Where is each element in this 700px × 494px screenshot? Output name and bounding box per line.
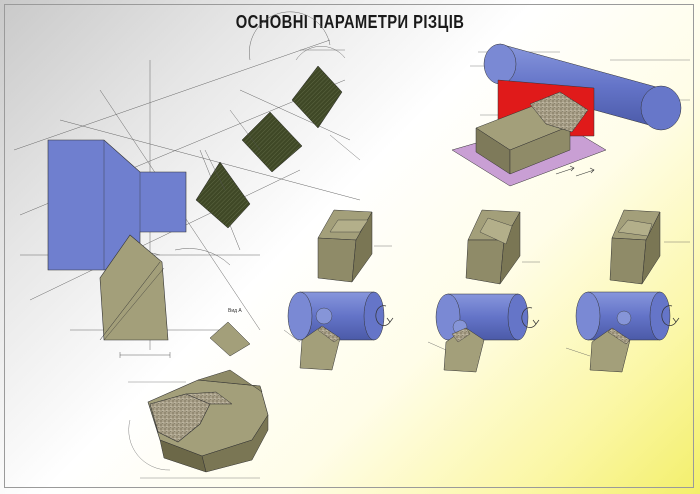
slide-frame	[4, 4, 694, 488]
tool-variant-2	[465, 209, 521, 285]
svg-text:Вид А: Вид А	[228, 308, 242, 314]
section-middle	[241, 111, 303, 173]
rotation-arrow-icon	[375, 305, 391, 326]
tool-variant-3	[609, 209, 661, 285]
turning-op-2	[435, 293, 540, 373]
cutter-sections-row: Вид А	[195, 46, 361, 357]
feed-arrow-icon	[555, 165, 595, 177]
turning-op-1	[287, 291, 394, 371]
tool-variant-1	[317, 209, 373, 283]
section-lower	[195, 161, 251, 229]
turning-op-3	[575, 291, 680, 373]
cutting-geometry-diagram	[13, 11, 361, 358]
insert-top-right	[529, 91, 589, 133]
section-top	[291, 65, 343, 129]
construction-lines	[13, 11, 361, 350]
small-section	[209, 321, 251, 357]
cutter-body-plan	[99, 234, 169, 341]
rotation-arrow-icon	[521, 307, 537, 328]
slide-title: ОСНОВНІ ПАРАМЕТРИ РІЗЦІВ	[235, 12, 465, 32]
workpiece-blue-section	[47, 139, 187, 271]
workpiece-cylinder-end	[640, 85, 682, 131]
cutter-isometric-main	[128, 369, 269, 479]
rotation-arrow-icon	[661, 305, 677, 326]
cutting-planes-scene	[451, 43, 690, 187]
annotation-strokes	[283, 241, 690, 357]
